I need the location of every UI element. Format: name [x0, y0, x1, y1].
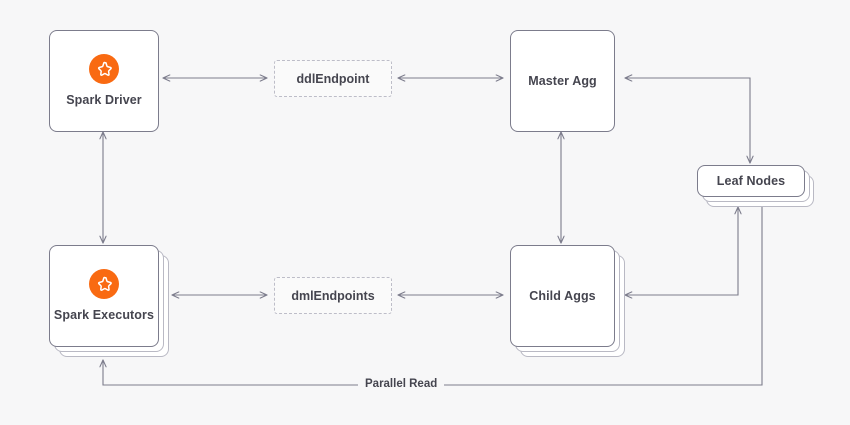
endpoint-ddl[interactable]: ddlEndpoint — [274, 60, 392, 97]
endpoint-dml[interactable]: dmlEndpoints — [274, 277, 392, 314]
edge-label-text: Parallel Read — [365, 378, 438, 390]
endpoint-label: dmlEndpoints — [291, 288, 375, 303]
edge-leaf-child — [624, 206, 742, 299]
node-label: Spark Executors — [53, 308, 155, 322]
node-label: Master Agg — [528, 73, 597, 88]
node-child-aggs[interactable]: Child Aggs — [510, 245, 615, 347]
endpoint-label: ddlEndpoint — [296, 71, 370, 86]
spark-logo-icon — [89, 54, 119, 84]
node-label: Spark Driver — [66, 93, 142, 107]
node-spark-executors[interactable]: Spark Executors — [49, 245, 159, 347]
node-label: Child Aggs — [529, 288, 596, 303]
node-spark-driver[interactable]: Spark Driver — [49, 30, 159, 132]
edge-parallel-read — [99, 206, 763, 386]
edge-leaf-master — [624, 74, 754, 164]
node-label: Leaf Nodes — [716, 173, 786, 188]
node-master-agg[interactable]: Master Agg — [510, 30, 615, 132]
node-leaf-nodes[interactable]: Leaf Nodes — [697, 165, 805, 197]
edge-label-parallel-read: Parallel Read — [358, 378, 445, 390]
spark-logo-icon — [89, 269, 119, 299]
